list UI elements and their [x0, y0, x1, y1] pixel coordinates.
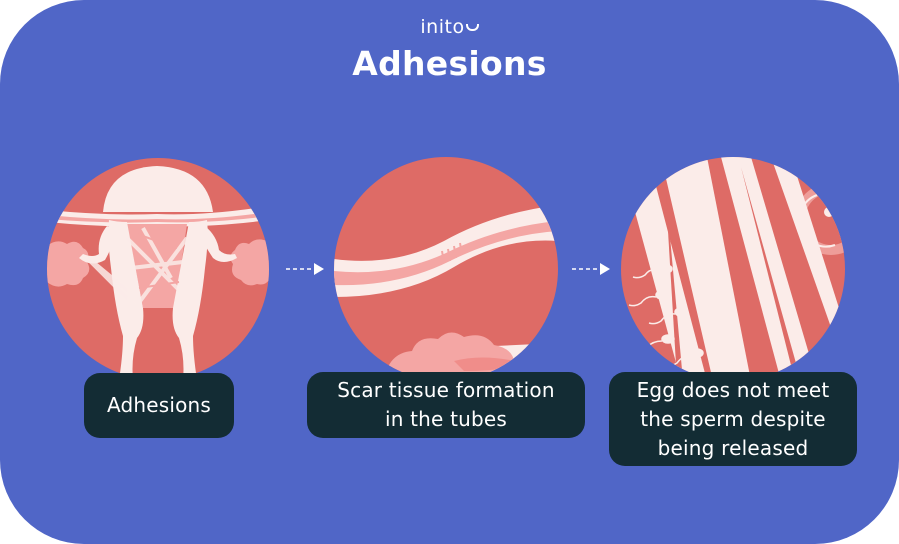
logo-text: inito [420, 16, 465, 38]
page-title: Adhesions [352, 44, 547, 83]
uterus-with-adhesions-icon [47, 158, 269, 380]
brand-logo: inito [0, 16, 899, 38]
step-label-egg-sperm: Egg does not meet the sperm despite bein… [609, 372, 857, 466]
fallopian-tube-scar-tissue-icon [334, 157, 558, 381]
dashed-arrow-right-icon [572, 261, 612, 275]
step-label-adhesions: Adhesions [84, 373, 234, 438]
dashed-arrow-right-icon [286, 261, 326, 275]
egg-and-sperm-blocked-icon [621, 157, 845, 381]
step-label-scar-tissue: Scar tissue formation in the tubes [307, 372, 585, 438]
inito-sperm-mark-icon [465, 24, 479, 31]
